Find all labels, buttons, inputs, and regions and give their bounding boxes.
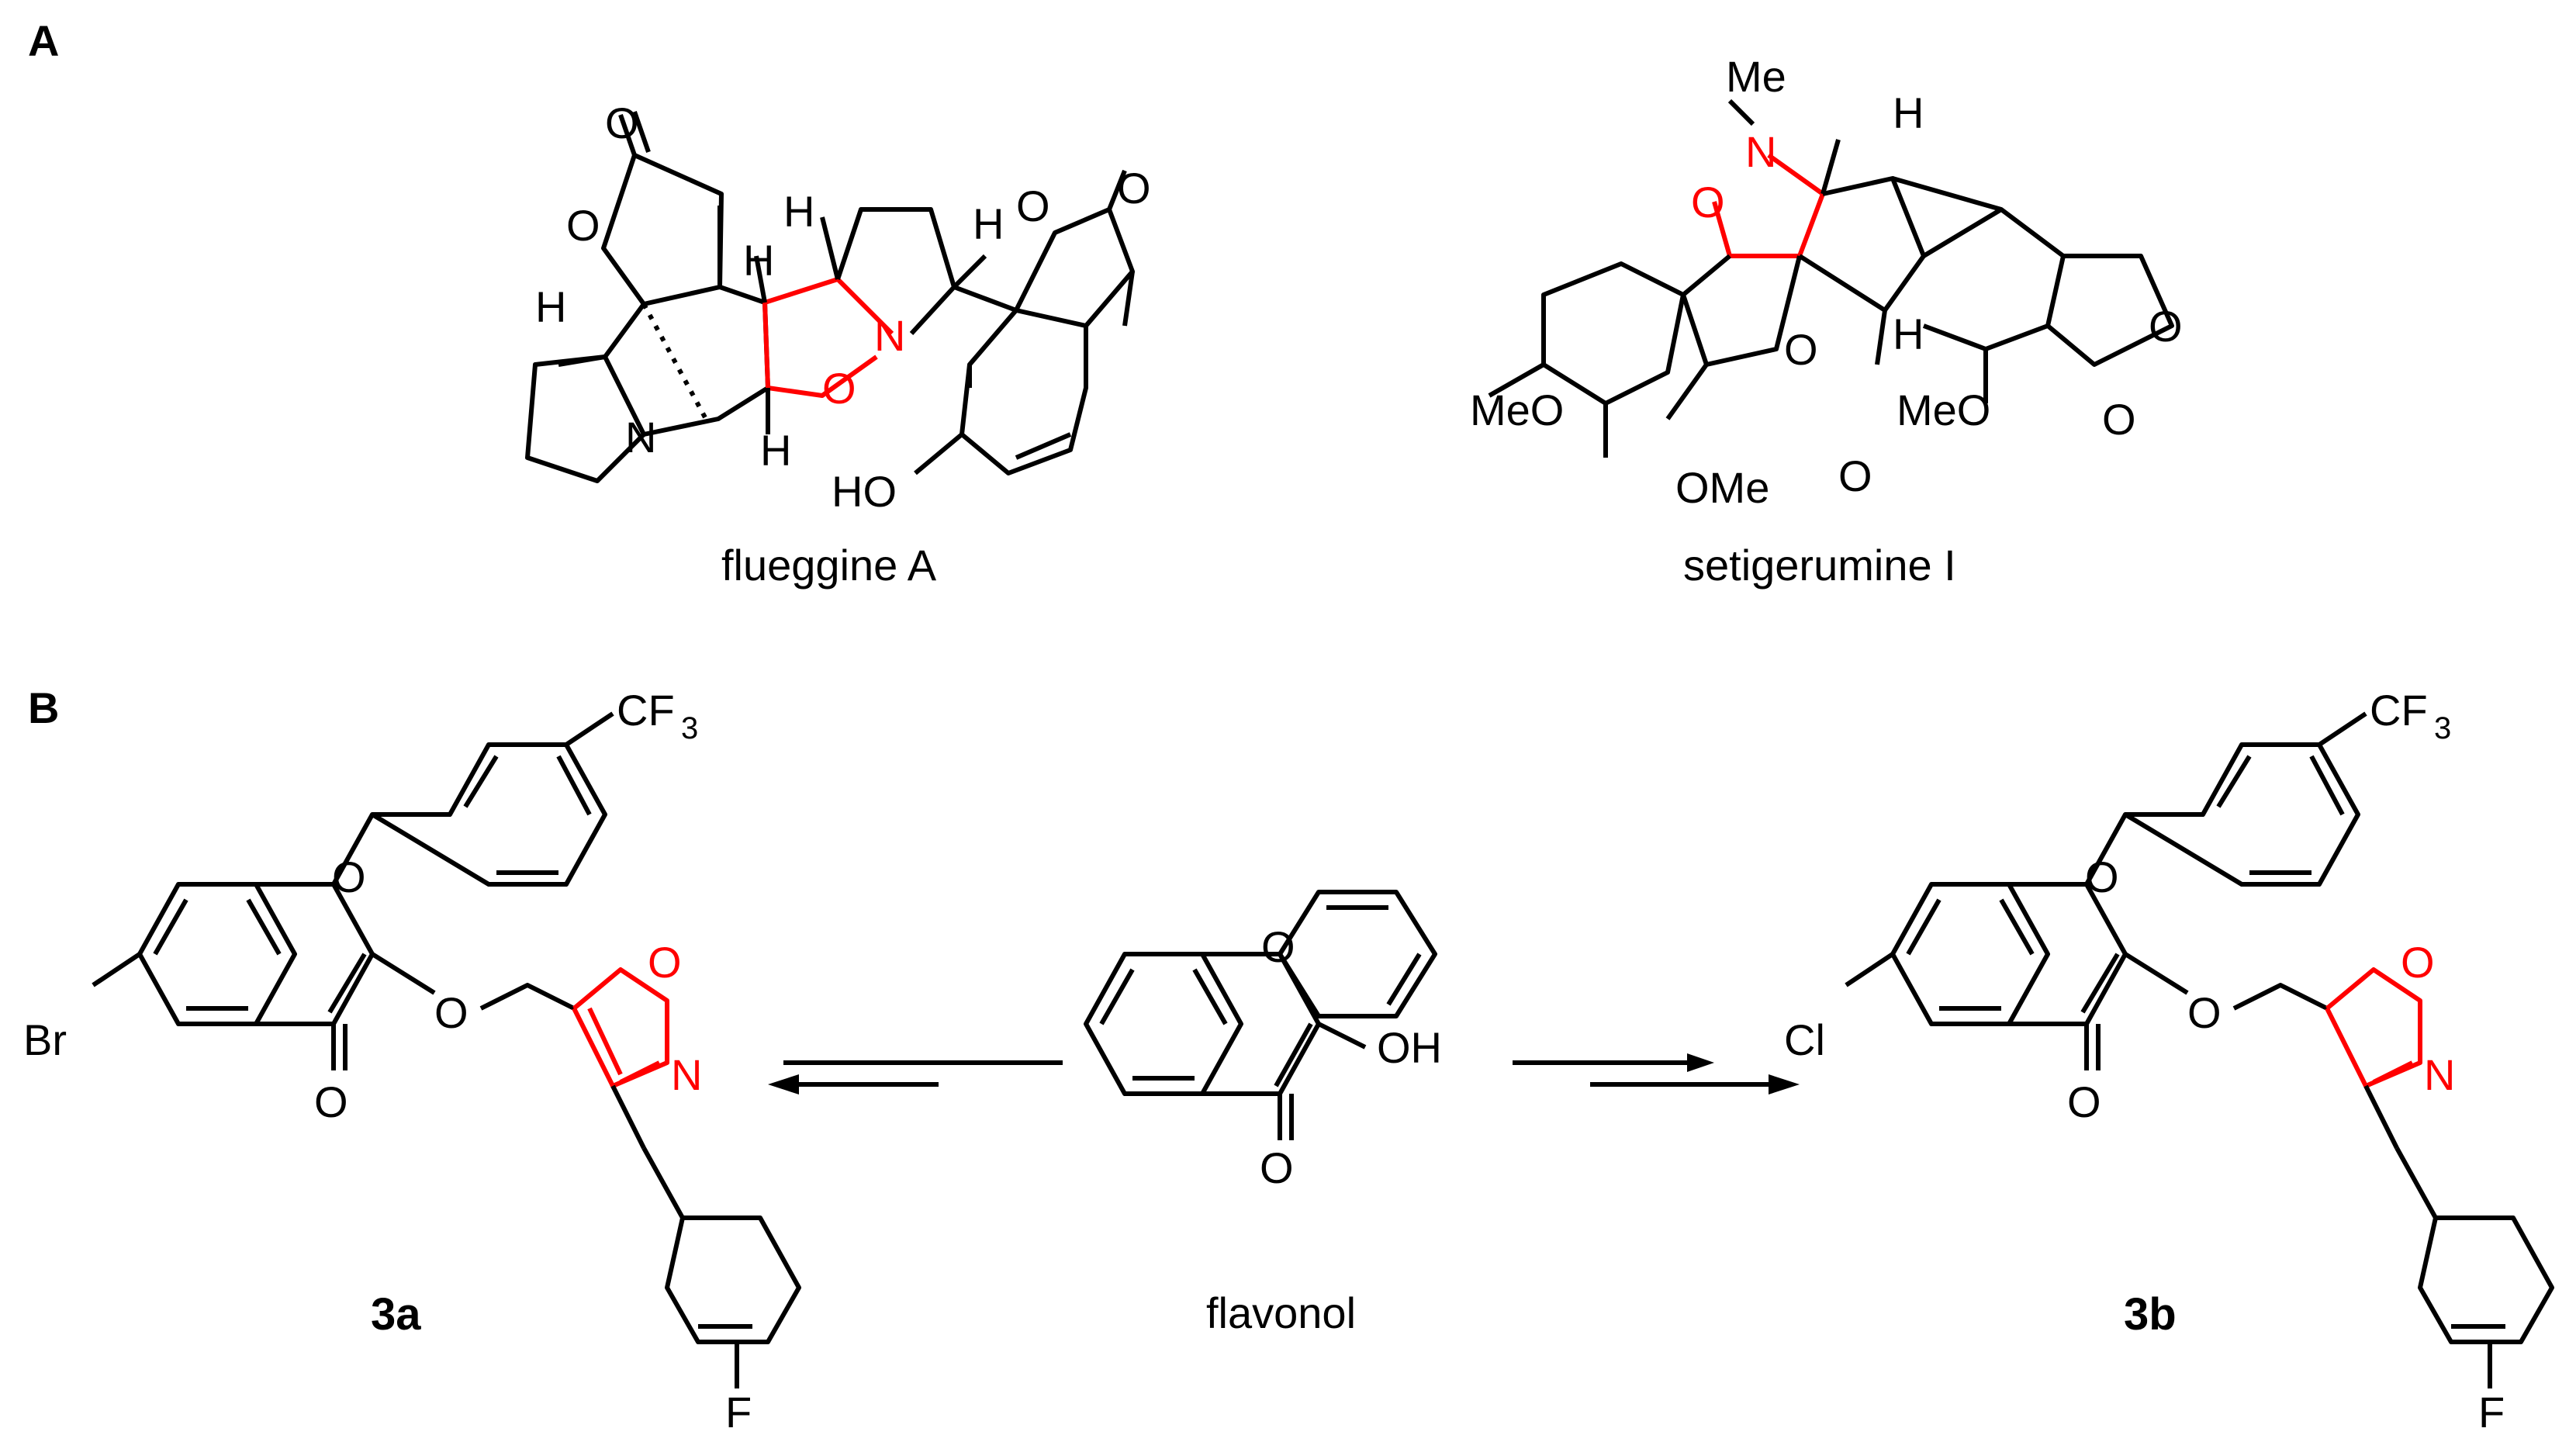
flueggine-a-label: flueggine A (721, 541, 937, 590)
flueggine-h-3: H (783, 187, 814, 236)
setigerumine-meo-left: MeO (1470, 386, 1564, 434)
flueggine-h-4: H (760, 426, 791, 475)
compound-3b-label: 3b (2124, 1289, 2177, 1340)
setigerumine-dioxole-o-2: O (2102, 395, 2136, 444)
setigerumine-ome: OMe (1675, 463, 1769, 512)
setigerumine-isox-o: O (1691, 178, 1725, 227)
panel-label-a: A (28, 16, 59, 65)
setigerumine-i-label: setigerumine I (1683, 541, 1956, 590)
flueggine-isox-o: O (822, 364, 856, 413)
compound-3a-carbonyl-o: O (314, 1077, 348, 1126)
flueggine-carbonyl-o: O (605, 99, 639, 147)
flueggine-carbonyl-o-2: O (1117, 164, 1151, 213)
compound-3a-structure: Br O O O CF 3 O N F (23, 686, 801, 1437)
panel-label-b: B (28, 683, 59, 732)
flueggine-ho: HO (832, 467, 897, 516)
compound-3a-br: Br (23, 1015, 67, 1064)
compound-3b-isox-n: N (2424, 1050, 2455, 1099)
setigerumine-carbonyl-o: O (1838, 451, 1872, 500)
compound-3b-f: F (2478, 1388, 2505, 1437)
compound-3a-isox-n: N (671, 1050, 702, 1099)
compound-3b-isox-o: O (2401, 938, 2435, 987)
compound-3b-structure: Cl O O O CF 3 O N F (1784, 686, 2554, 1437)
flavonol-carbonyl-o: O (1260, 1143, 1294, 1192)
compound-3a-f: F (725, 1388, 752, 1437)
setigerumine-lactone-o: O (1784, 325, 1818, 374)
setigerumine-h-1: H (1893, 88, 1924, 137)
setigerumine-meo-right: MeO (1897, 386, 1990, 434)
flueggine-lactone-o: O (566, 201, 600, 250)
flueggine-h-2: H (743, 236, 774, 285)
flavonol-oh: OH (1377, 1023, 1442, 1072)
setigerumine-i-structure: Me N H O H O O MeO O O MeO OMe (1470, 52, 2183, 512)
flueggine-h-1: H (535, 282, 566, 331)
setigerumine-dioxole-o-1: O (2149, 302, 2183, 351)
flueggine-n-2: N (874, 311, 905, 360)
compound-3b-cf: CF (2370, 686, 2428, 735)
compound-3b-ring-o: O (2085, 852, 2119, 901)
compound-3b-ether-o: O (2187, 988, 2222, 1037)
flueggine-a-structure: O O H N H H N O H H O O HO (525, 99, 1151, 516)
compound-3b-cf-subscript: 3 (2434, 711, 2451, 745)
reaction-arrow-right (1513, 1053, 1800, 1094)
flavonol-structure: O OH O (1084, 890, 1442, 1192)
setigerumine-me: Me (1726, 52, 1786, 101)
compound-3a-label: 3a (371, 1289, 421, 1340)
flavonol-label: flavonol (1206, 1288, 1356, 1337)
compound-3b-cl: Cl (1784, 1015, 1825, 1064)
setigerumine-n: N (1745, 127, 1776, 176)
compound-3b-carbonyl-o: O (2067, 1077, 2101, 1126)
compound-3a-isox-o: O (648, 938, 682, 987)
flueggine-n-1: N (625, 413, 656, 462)
setigerumine-h-2: H (1893, 309, 1924, 358)
compound-3a-cf: CF (617, 686, 675, 735)
reaction-arrow-left (768, 1060, 1063, 1094)
compound-3a-ether-o: O (434, 988, 469, 1037)
flueggine-lactone-o-2: O (1016, 182, 1050, 230)
compound-3a-ring-o: O (332, 852, 366, 901)
compound-3a-cf-subscript: 3 (681, 711, 698, 745)
flavonol-ring-o: O (1261, 922, 1295, 971)
flueggine-h-5: H (973, 199, 1004, 248)
